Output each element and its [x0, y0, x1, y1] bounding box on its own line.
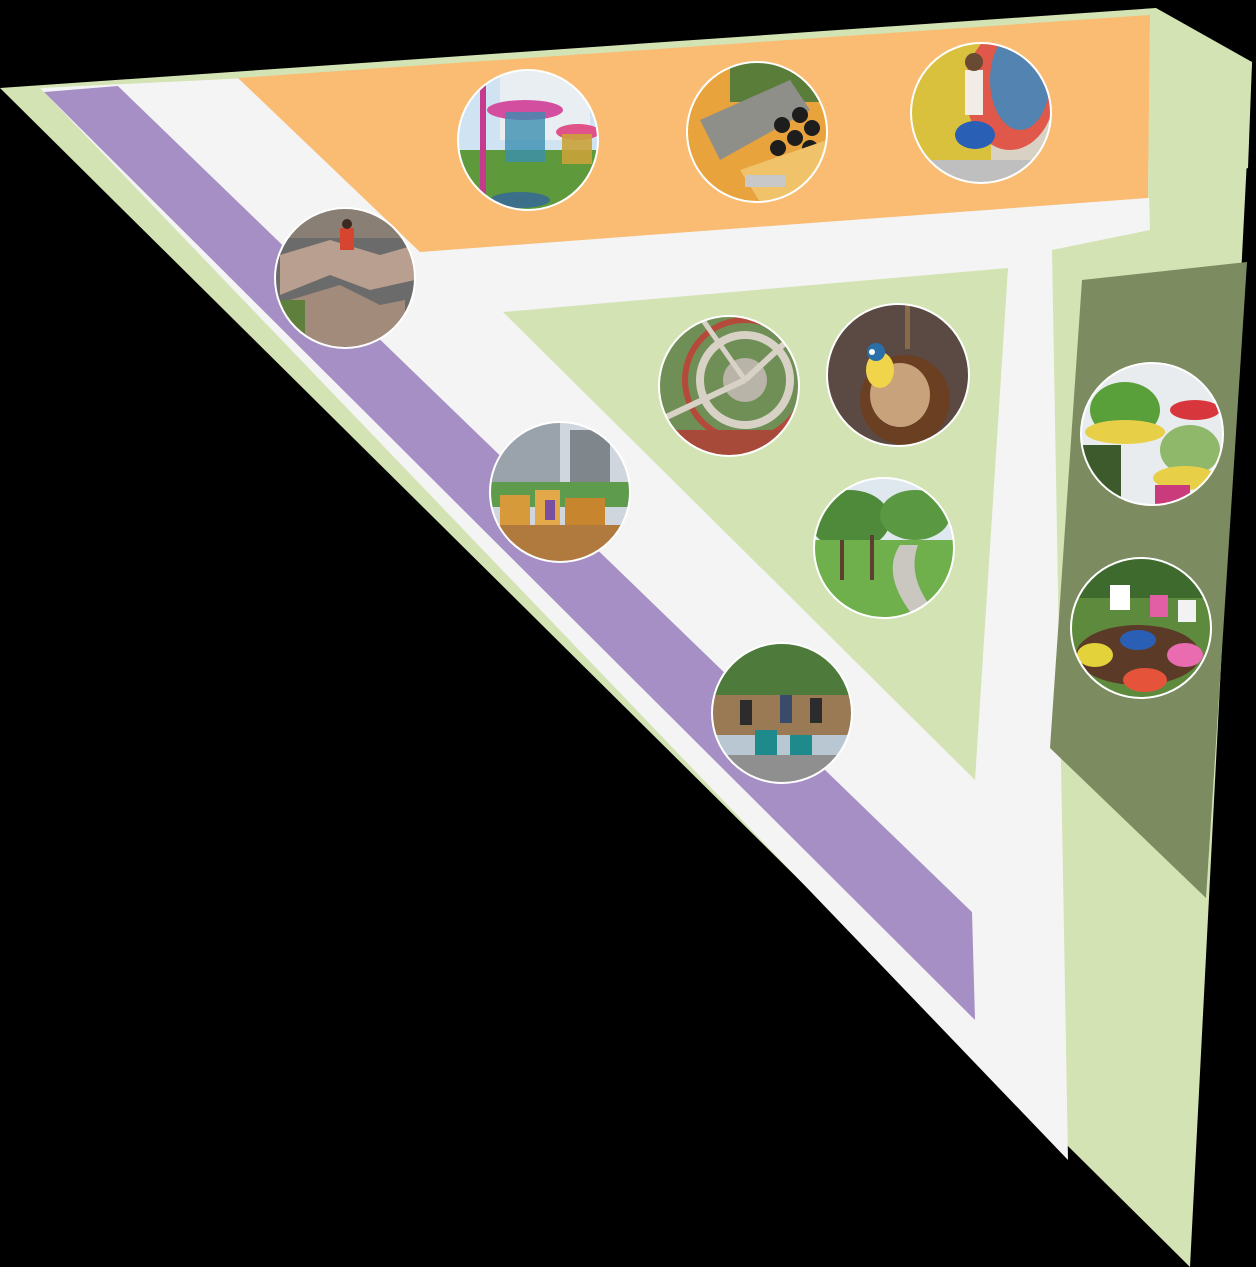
photo-hanging-tire-planters [1081, 363, 1223, 505]
photo-frame [274, 207, 416, 349]
photo-bird-coconut-feeder [827, 304, 969, 446]
photo-colorful-swing-pavilions [458, 70, 598, 210]
photo-frame [910, 42, 1052, 184]
photo-frame [826, 303, 970, 447]
photo-frame [489, 421, 631, 563]
photo-frame [686, 61, 828, 203]
photo-wooden-street-seating [490, 422, 630, 562]
photo-climbing-wall-tires [687, 62, 827, 202]
photo-kids-tire-flowerbed [1071, 558, 1211, 698]
photo-frame [457, 69, 599, 211]
photo-frame [711, 642, 853, 784]
photo-frame [1080, 362, 1224, 506]
photo-frame [658, 315, 800, 457]
play-zone-right-strip [1148, 15, 1252, 198]
photo-park-green-path [814, 478, 954, 618]
cycle-lane [44, 86, 975, 1020]
photo-frame [813, 477, 955, 619]
photo-frame [1070, 557, 1212, 699]
